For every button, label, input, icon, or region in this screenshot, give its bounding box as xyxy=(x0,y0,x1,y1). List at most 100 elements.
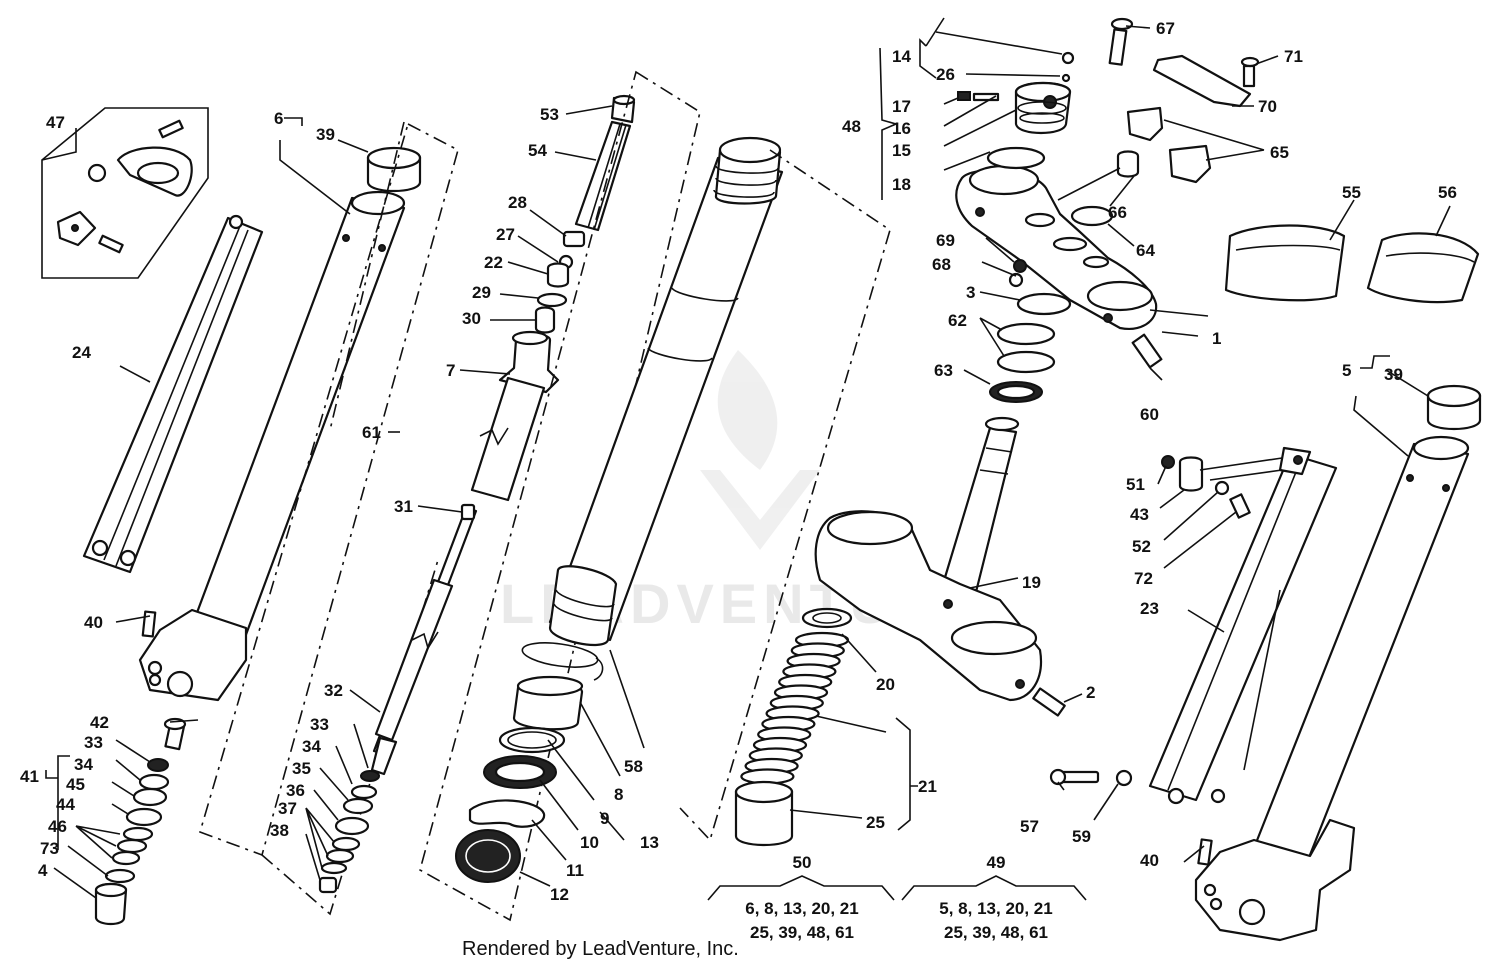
callout-15: 15 xyxy=(892,141,911,160)
callout-1: 1 xyxy=(1212,329,1221,348)
bolts-57-59 xyxy=(141,610,1213,866)
small-hardware-top xyxy=(989,259,1163,403)
callout-36: 36 xyxy=(286,781,305,800)
fork-cap-15 xyxy=(957,51,1075,170)
callout-54: 54 xyxy=(528,141,547,160)
valve-stack-middle xyxy=(318,770,380,894)
callout-16: 16 xyxy=(892,119,911,138)
callout-37: 37 xyxy=(278,799,297,818)
callout-66: 66 xyxy=(1108,203,1127,222)
spring-coils xyxy=(740,631,850,785)
callout-7: 7 xyxy=(446,361,455,380)
callout-13: 13 xyxy=(640,833,659,852)
callout-26: 26 xyxy=(936,65,955,84)
kit-50-bracket xyxy=(707,875,895,901)
group-61-outline-2 xyxy=(261,121,439,916)
kit-49-bracket xyxy=(901,875,1087,901)
callout-40b: 40 xyxy=(1140,851,1159,870)
callout-11: 11 xyxy=(566,861,584,880)
outer-tube-right-5 xyxy=(1194,435,1470,942)
lower-triple-clamp-19 xyxy=(814,416,1066,717)
kit-49-note: 49 5, 8, 13, 20, 21 25, 39, 48, 61 xyxy=(939,853,1052,942)
callout-42: 42 xyxy=(90,713,109,732)
callout-41: 41 xyxy=(20,767,39,786)
svg-text:25, 39, 48, 61: 25, 39, 48, 61 xyxy=(944,923,1048,942)
callout-8: 8 xyxy=(614,785,623,804)
callout-68: 68 xyxy=(932,255,951,274)
callout-20: 20 xyxy=(876,675,895,694)
callout-45: 45 xyxy=(66,775,85,794)
footer-credit: Rendered by LeadVenture, Inc. xyxy=(462,938,739,960)
svg-text:25, 39, 48, 61: 25, 39, 48, 61 xyxy=(750,923,854,942)
callout-40a: 40 xyxy=(84,613,103,632)
valve-stack-left xyxy=(94,717,187,926)
callout-6: 6 xyxy=(274,109,283,128)
damper-rod-31-32 xyxy=(370,503,478,776)
callout-67: 67 xyxy=(1156,19,1175,38)
callout-17: 17 xyxy=(892,97,911,116)
callout-5: 5 xyxy=(1342,361,1351,380)
callout-59: 59 xyxy=(1072,827,1091,846)
callout-55: 55 xyxy=(1342,183,1361,202)
kit-50-note: 50 6, 8, 13, 20, 21 25, 39, 48, 61 xyxy=(745,853,858,942)
upper-triple-clamp-1 xyxy=(955,164,1158,330)
callout-35: 35 xyxy=(292,759,311,778)
callout-39b: 39 xyxy=(1384,365,1403,384)
callout-14: 14 xyxy=(892,47,911,66)
callout-58: 58 xyxy=(624,757,643,776)
callout-48: 48 xyxy=(842,117,861,136)
handlebar-clamp-parts xyxy=(1070,17,1260,227)
seal-39-right xyxy=(1426,384,1482,430)
leader-lines xyxy=(41,17,1451,899)
fork-guard-right-23 xyxy=(1148,446,1338,805)
callout-27: 27 xyxy=(496,225,515,244)
callout-4: 4 xyxy=(38,861,48,880)
callout-12: 12 xyxy=(550,885,569,904)
svg-text:5, 8, 13, 20, 21: 5, 8, 13, 20, 21 xyxy=(939,899,1052,918)
callout-63: 63 xyxy=(934,361,953,380)
outer-tube-left-6 xyxy=(138,190,406,702)
callout-47: 47 xyxy=(46,113,65,132)
inner-tube-13 xyxy=(548,136,784,646)
clamp-kit-47 xyxy=(41,107,209,279)
callout-34b: 34 xyxy=(302,737,321,756)
callout-38: 38 xyxy=(270,821,289,840)
bracket-43 xyxy=(1161,455,1283,519)
callout-69: 69 xyxy=(936,231,955,250)
callout-44: 44 xyxy=(56,795,75,814)
svg-text:50: 50 xyxy=(793,853,812,872)
callout-22: 22 xyxy=(484,253,503,272)
callout-70: 70 xyxy=(1258,97,1277,116)
callout-39a: 39 xyxy=(316,125,335,144)
svg-text:49: 49 xyxy=(987,853,1006,872)
group-13-outline xyxy=(419,70,701,922)
callout-31: 31 xyxy=(394,497,413,516)
cartridge-parts xyxy=(470,94,636,502)
spring-21 xyxy=(734,607,853,846)
fork-guard-24 xyxy=(82,214,264,574)
callout-9: 9 xyxy=(600,809,609,828)
callout-43: 43 xyxy=(1130,505,1149,524)
callout-19: 19 xyxy=(1022,573,1041,592)
callout-10: 10 xyxy=(580,833,599,852)
callout-25a: 25 xyxy=(866,813,885,832)
callouts: 47 24 40 6 39 61 53 54 28 27 22 29 30 7 … xyxy=(20,19,1457,904)
callout-21: 21 xyxy=(918,777,937,796)
callout-57: 57 xyxy=(1020,817,1039,836)
callout-72: 72 xyxy=(1134,569,1153,588)
callout-18: 18 xyxy=(892,175,911,194)
callout-62: 62 xyxy=(948,311,967,330)
callout-30: 30 xyxy=(462,309,481,328)
callout-64: 64 xyxy=(1136,241,1155,260)
callout-28: 28 xyxy=(508,193,527,212)
callout-29: 29 xyxy=(472,283,491,302)
callout-73: 73 xyxy=(40,839,59,858)
callout-53: 53 xyxy=(540,105,559,124)
callout-71: 71 xyxy=(1284,47,1303,66)
callout-34a: 34 xyxy=(74,755,93,774)
pads-55-56 xyxy=(1224,224,1480,304)
svg-text:6, 8, 13, 20, 21: 6, 8, 13, 20, 21 xyxy=(745,899,858,918)
callout-65: 65 xyxy=(1270,143,1289,162)
callout-32: 32 xyxy=(324,681,343,700)
